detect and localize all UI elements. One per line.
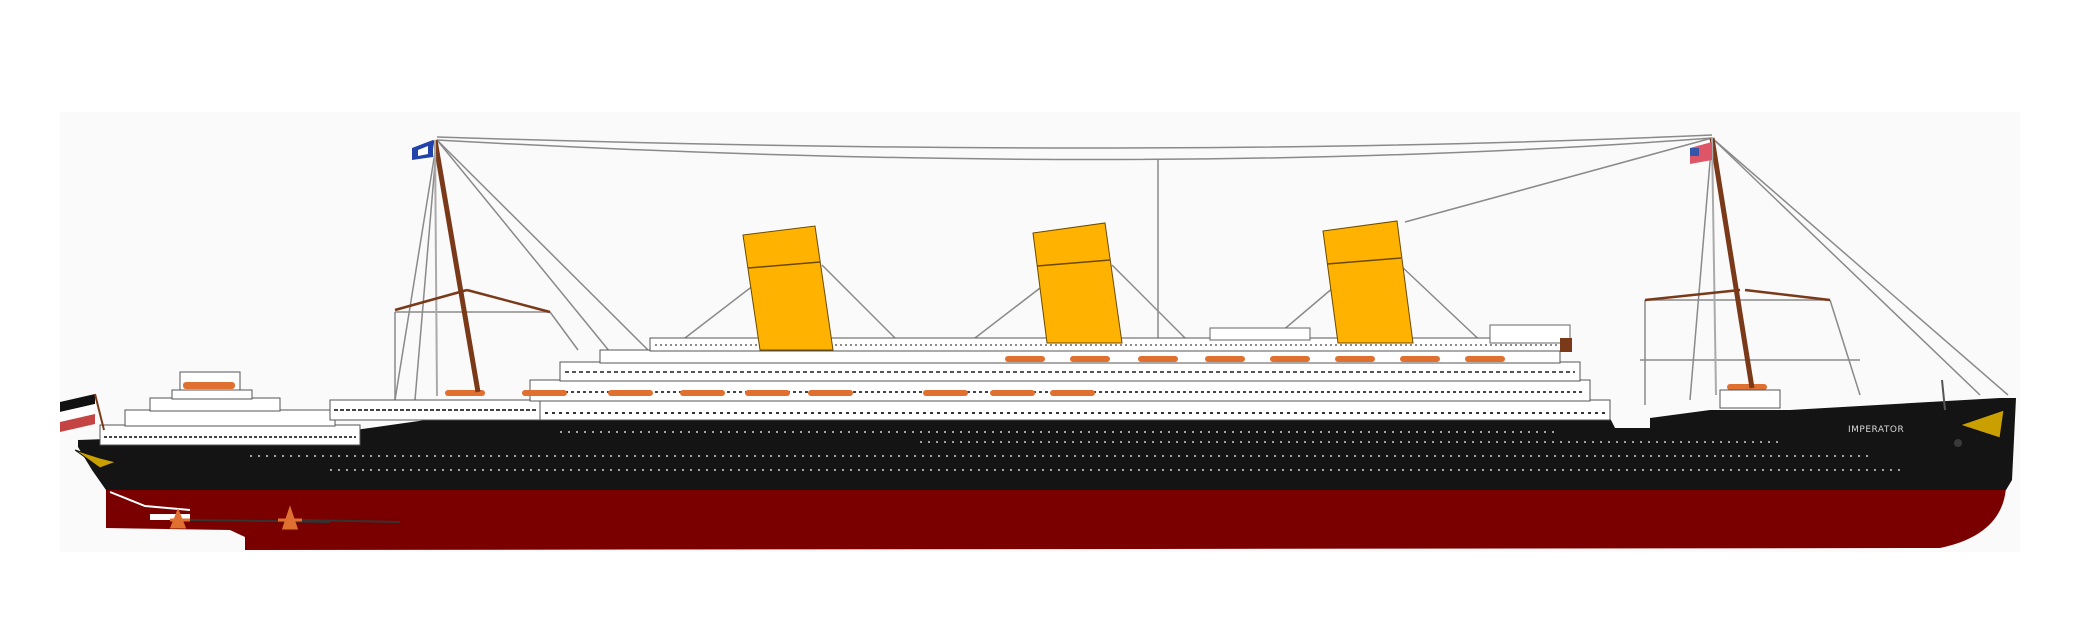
masts: [394, 137, 1831, 409]
stern-crest: [74, 449, 118, 469]
flags: [60, 140, 1712, 432]
portholes: [250, 431, 1900, 471]
aft-mast-flag: [1690, 142, 1712, 164]
propeller-outer: [169, 507, 190, 529]
lower-hull: [106, 488, 2006, 550]
fore-mast: [432, 139, 481, 393]
stern-decks: [99, 371, 541, 446]
funnel-1: [742, 225, 834, 351]
aft-mast: [1709, 137, 1755, 389]
funnels: [742, 220, 1414, 351]
jackstaff: [1941, 379, 1946, 411]
funnel-2: [1032, 222, 1123, 344]
main-hull: [78, 398, 2016, 490]
fore-mast-flag: [412, 140, 433, 160]
ship-name-label: IMPERATOR: [1848, 425, 1904, 435]
anchor-hawse: [1954, 439, 1962, 447]
stern-ensign: [60, 393, 105, 432]
rigging: [394, 134, 2009, 405]
bow-crest: [1958, 409, 2005, 439]
lifeboats: [445, 356, 1767, 396]
funnel-3: [1322, 220, 1414, 344]
propellers: [109, 491, 401, 530]
propeller-inner: [278, 505, 302, 530]
